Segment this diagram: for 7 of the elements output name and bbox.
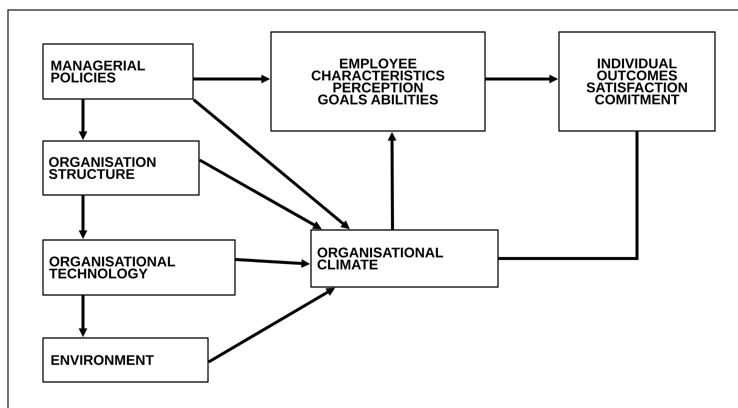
process-box: EMPLOYEE CHARACTERISTICS PERCEPTION GOALS ABILITIES [270,31,486,132]
process-box: ENVIRONMENT [42,337,209,383]
process-box: INDIVIDUAL OUTCOMES SATISFACTION COMITMENT [558,31,716,132]
process-box: ORGANISATION STRUCTURE [42,140,200,196]
process-box: MANAGERIAL POLICIES [42,43,194,100]
process-box: ORGANISATIONAL TECHNOLOGY [42,239,236,296]
process-box: ORGANISATIONAL CLIMATE [310,229,499,288]
